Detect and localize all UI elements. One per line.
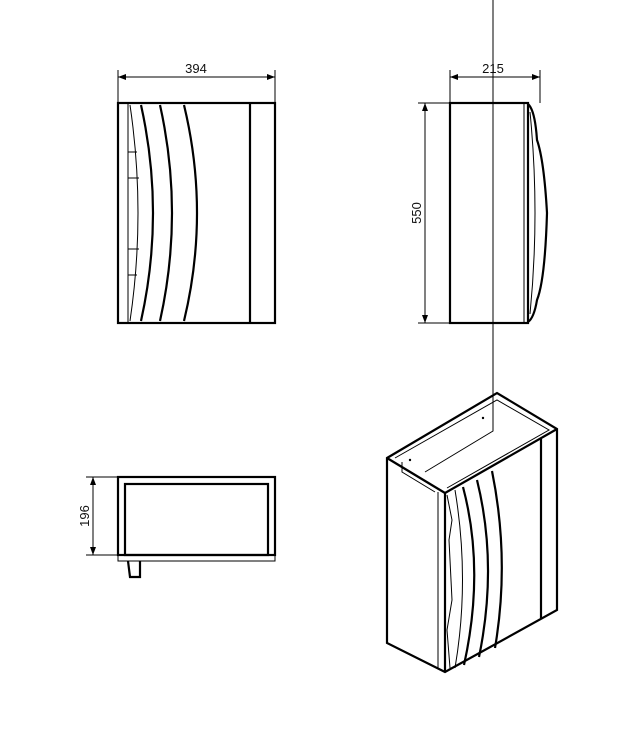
cabinet-front-outline (116, 101, 277, 325)
top-depth-dimension: 196 (77, 505, 92, 527)
isometric-view (385, 0, 559, 674)
cabinet-top-outline (116, 475, 277, 557)
side-view: 215 550 (409, 61, 549, 325)
top-view: 196 (77, 475, 277, 579)
width-dimension: 394 (185, 61, 207, 76)
front-view: 394 (116, 61, 277, 325)
height-dimension: 550 (409, 202, 424, 224)
handle (126, 560, 142, 579)
cabinet-side-outline (448, 101, 530, 325)
